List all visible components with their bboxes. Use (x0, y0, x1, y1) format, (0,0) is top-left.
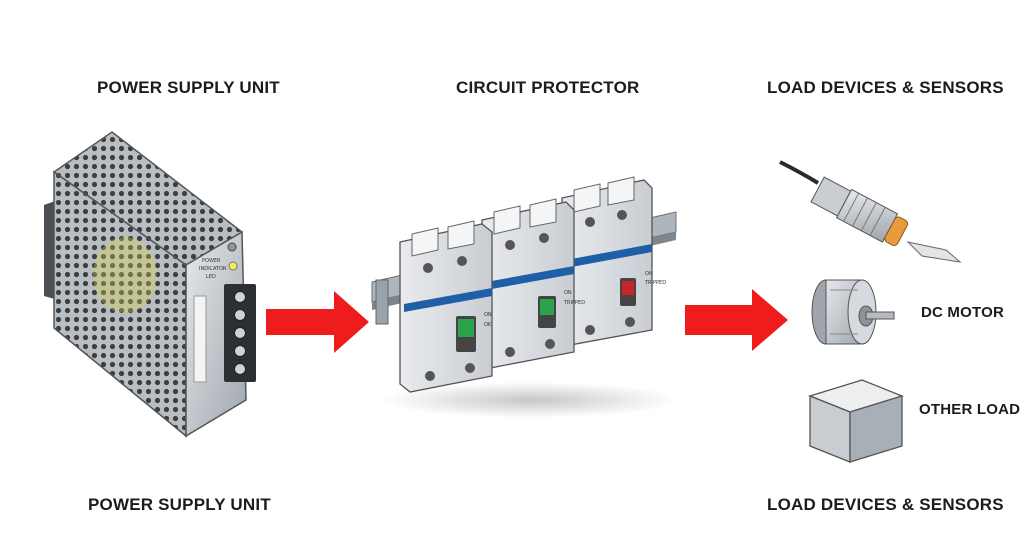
proximity-sensor (779, 160, 962, 263)
breaker-3-status-1: ON (645, 271, 653, 277)
breaker-1: ON OK (399, 220, 493, 393)
power-supply-unit: POWER INDICATOR LED (44, 131, 256, 438)
protector-shadow (380, 382, 680, 418)
breaker-1-status-1: ON (484, 312, 492, 318)
breaker-2: ON TRIPPED (481, 198, 585, 369)
arrow-protector-to-loads (685, 289, 788, 351)
psu-heading-top: POWER SUPPLY UNIT (97, 78, 280, 97)
dc-motor-label: DC MOTOR (921, 304, 1004, 321)
din-rail-end (375, 279, 389, 325)
dc-motor (811, 279, 895, 345)
psu-indicator-text-3: LED (206, 274, 216, 280)
arrow-psu-to-protector (266, 291, 369, 353)
breaker-2-status-2: TRIPPED (563, 300, 585, 306)
motor-shaft (865, 311, 895, 320)
psu-adjust-screw (227, 242, 237, 252)
sensor-cable (779, 160, 820, 185)
sensor-target-plate (906, 241, 962, 263)
other-load-label: OTHER LOAD (919, 401, 1021, 418)
breaker-1-status-2: OK (484, 322, 492, 328)
psu-indicator-text-1: POWER (202, 258, 221, 264)
loads-heading-bottom: LOAD DEVICES & SENSORS (767, 495, 1004, 514)
sensor-tip (884, 216, 909, 246)
breaker-2-handle[interactable] (540, 299, 554, 315)
psu-label-strip (193, 295, 207, 383)
breaker-3-handle[interactable] (622, 281, 634, 295)
breaker-2-status-1: ON (564, 290, 572, 296)
psu-indicator-text-2: INDICATOR (199, 266, 227, 272)
breaker-3-status-2: TRIPPED (644, 280, 666, 286)
psu-heading-bottom: POWER SUPPLY UNIT (88, 495, 271, 514)
power-indicator-led (228, 261, 238, 271)
loads-heading-top: LOAD DEVICES & SENSORS (767, 78, 1004, 97)
psu-internal-component (93, 237, 157, 313)
psu-side-panel (185, 230, 247, 438)
psu-terminal-block (224, 284, 256, 382)
circuit-protector-assembly: ON TRIPPED ON TRIPPED ON O (371, 176, 680, 418)
other-load-box (808, 379, 904, 463)
protector-heading-top: CIRCUIT PROTECTOR (456, 78, 640, 97)
breaker-3: ON TRIPPED (561, 176, 666, 346)
breaker-1-handle[interactable] (458, 319, 474, 337)
